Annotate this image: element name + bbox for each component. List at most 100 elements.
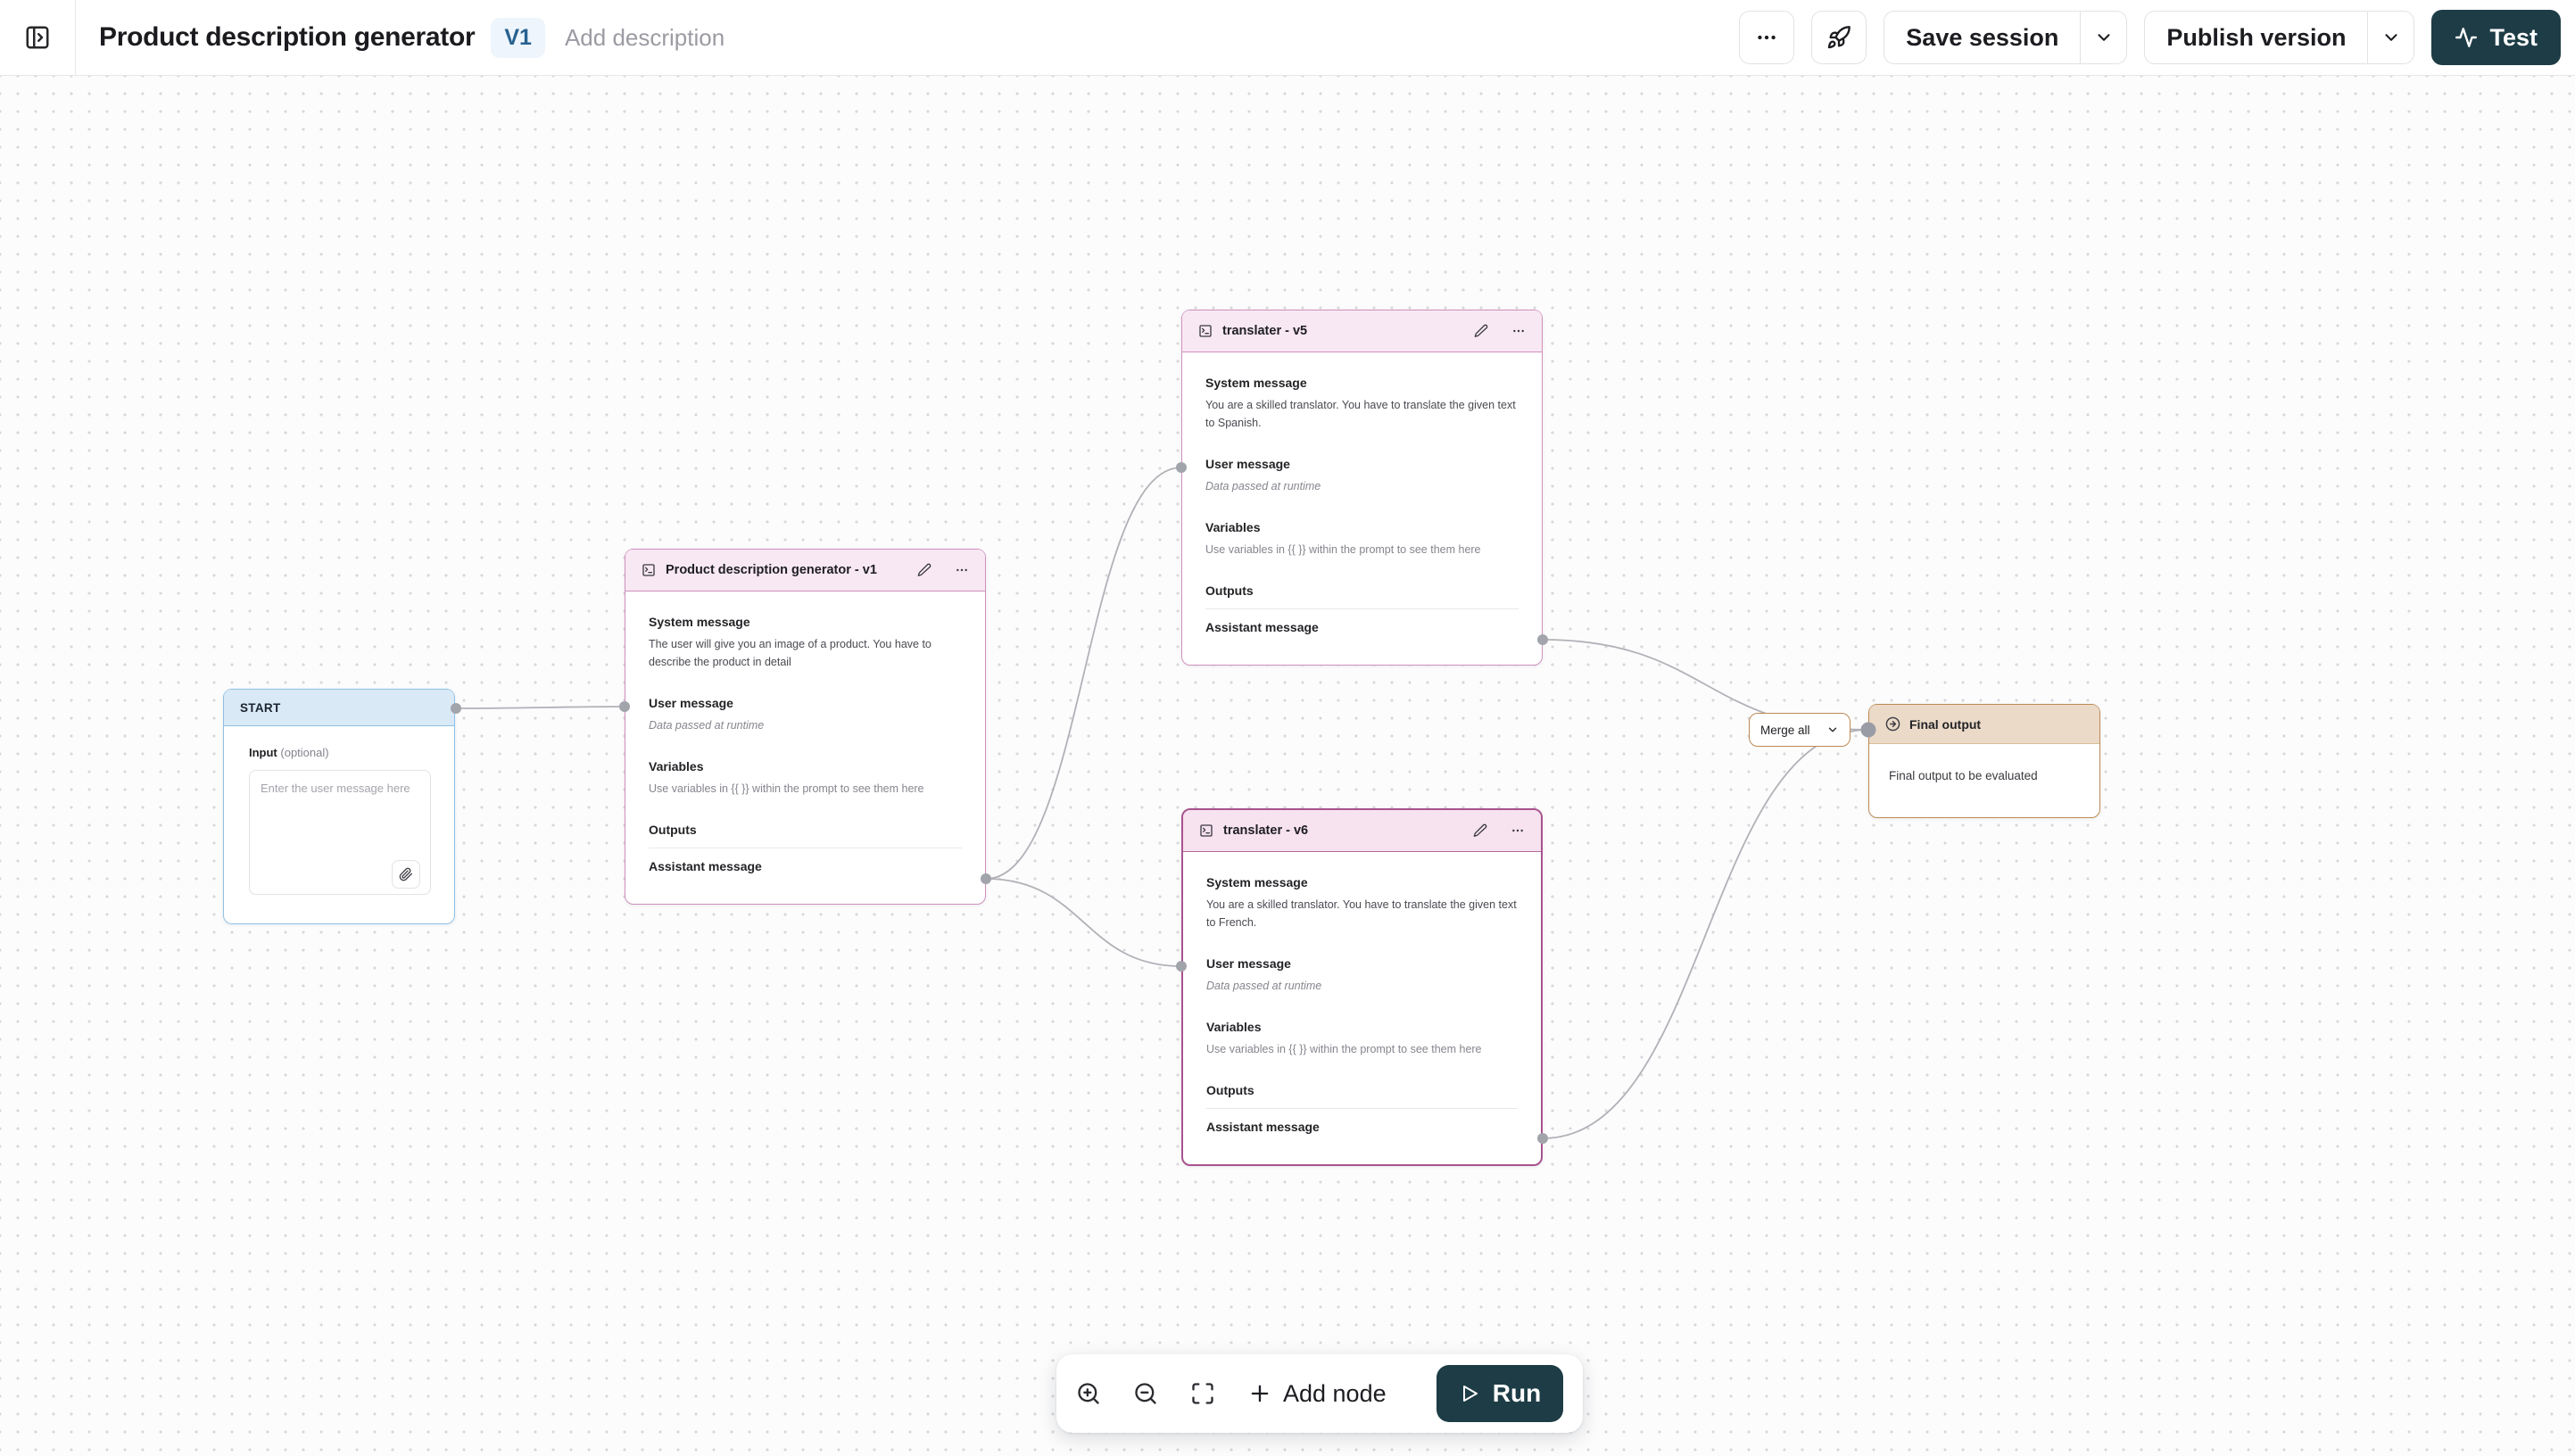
prompt-node-header: Product description generator - v1: [625, 550, 985, 592]
publish-version-split-button: Publish version: [2144, 11, 2415, 64]
node-menu-ellipsis-icon[interactable]: [955, 563, 969, 577]
edge-translater-v6-to-final[interactable]: [1542, 729, 1869, 1139]
chevron-down-icon: [1826, 724, 1839, 736]
activity-icon: [2455, 26, 2478, 49]
sidebar-toggle-button[interactable]: [12, 12, 62, 62]
user-message-label: User message: [1205, 457, 1290, 471]
handle-final-output-input[interactable]: [1860, 722, 1876, 738]
add-node-button[interactable]: Add node: [1247, 1380, 1387, 1408]
sidebar-toggle-area: [0, 0, 76, 76]
assistant-message-label: Assistant message: [1205, 620, 1319, 634]
more-options-button[interactable]: [1739, 11, 1795, 64]
save-session-dropdown-button[interactable]: [2080, 12, 2126, 63]
variables-text: Use variables in {{ }} within the prompt…: [1206, 1043, 1482, 1055]
prompt-node-body: System message The user will give you an…: [625, 592, 985, 904]
test-button-label: Test: [2489, 23, 2538, 51]
final-output-header: Final output: [1869, 705, 2099, 744]
outputs-label: Outputs: [1205, 583, 1254, 598]
canvas-toolbar: Add node Run: [1056, 1354, 1583, 1433]
test-button[interactable]: Test: [2431, 10, 2561, 65]
system-message-label: System message: [649, 615, 750, 629]
handle-generator-input[interactable]: [619, 701, 630, 712]
publish-version-button[interactable]: Publish version: [2166, 23, 2347, 51]
prompt-node-title: translater - v6: [1223, 823, 1309, 838]
start-user-message-input[interactable]: [249, 770, 431, 895]
outputs-label: Outputs: [1206, 1083, 1254, 1097]
edge-generator-to-translater-v6[interactable]: [985, 878, 1182, 967]
page-title: Product description generator: [99, 22, 476, 52]
handle-generator-output[interactable]: [981, 873, 991, 884]
start-node-title: START: [240, 700, 281, 715]
outputs-divider: [1206, 1108, 1518, 1109]
variables-text: Use variables in {{ }} within the prompt…: [1205, 543, 1481, 556]
run-button[interactable]: Run: [1437, 1365, 1563, 1422]
version-badge: V1: [491, 17, 545, 58]
prompt-node-title: Product description generator - v1: [666, 563, 877, 577]
edit-pencil-icon[interactable]: [1474, 324, 1488, 338]
zoom-in-icon: [1076, 1381, 1101, 1406]
deploy-button[interactable]: [1811, 11, 1867, 64]
edit-pencil-icon[interactable]: [1473, 823, 1487, 838]
system-message-text: You are a skilled translator. You have t…: [1205, 399, 1516, 429]
prompt-node-generator-v1[interactable]: Product description generator - v1 Syste…: [625, 549, 986, 905]
system-message-text: You are a skilled translator. You have t…: [1206, 898, 1517, 929]
prompt-node-translater-v5[interactable]: translater - v5 System message You are a…: [1181, 310, 1543, 666]
outputs-divider: [1205, 608, 1519, 609]
prompt-node-translater-v6[interactable]: translater - v6 System message You are a…: [1181, 808, 1543, 1166]
edit-pencil-icon[interactable]: [917, 563, 931, 577]
zoom-out-icon: [1133, 1381, 1158, 1406]
save-session-split-button: Save session: [1884, 11, 2128, 64]
panel-left-toggle-icon: [24, 24, 51, 51]
prompt-node-header: translater - v6: [1183, 810, 1541, 852]
fit-view-icon: [1190, 1381, 1215, 1406]
edge-start-to-generator[interactable]: [456, 706, 625, 709]
run-button-label: Run: [1492, 1379, 1542, 1407]
user-message-text: Data passed at runtime: [1206, 980, 1322, 992]
variables-label: Variables: [1206, 1020, 1262, 1034]
rocket-icon: [1826, 25, 1851, 50]
plus-icon: [1247, 1381, 1272, 1406]
user-message-label: User message: [1206, 956, 1291, 971]
handle-translater-v5-input[interactable]: [1176, 462, 1187, 473]
prompt-node-body: System message You are a skilled transla…: [1182, 352, 1542, 665]
play-icon: [1459, 1383, 1480, 1404]
variables-label: Variables: [649, 759, 704, 774]
final-output-description: Final output to be evaluated: [1889, 769, 2038, 782]
prompt-node-body: System message You are a skilled transla…: [1183, 852, 1541, 1164]
handle-start-output[interactable]: [451, 703, 461, 714]
edge-generator-to-translater-v5[interactable]: [985, 467, 1182, 880]
merge-strategy-select[interactable]: Merge all: [1749, 713, 1851, 747]
start-node-header: START: [224, 690, 454, 726]
arrow-right-circle-icon: [1885, 716, 1900, 732]
node-menu-ellipsis-icon[interactable]: [1511, 324, 1526, 338]
start-node[interactable]: START Input (optional): [223, 689, 455, 924]
flow-canvas[interactable]: START Input (optional): [0, 76, 2575, 1456]
assistant-message-label: Assistant message: [649, 859, 762, 873]
add-description-button[interactable]: Add description: [564, 23, 725, 51]
start-input-label: Input (optional): [249, 746, 329, 759]
final-output-node[interactable]: Final output Final output to be evaluate…: [1868, 704, 2100, 818]
variables-text: Use variables in {{ }} within the prompt…: [649, 782, 924, 795]
system-message-label: System message: [1206, 875, 1308, 889]
header-actions: Save session Publish version Test: [1739, 10, 2575, 65]
chevron-down-icon: [2094, 28, 2114, 47]
zoom-out-button[interactable]: [1133, 1381, 1158, 1406]
handle-translater-v6-input[interactable]: [1176, 961, 1187, 972]
system-message-text: The user will give you an image of a pro…: [649, 638, 931, 668]
publish-version-dropdown-button[interactable]: [2367, 12, 2414, 63]
add-node-label: Add node: [1283, 1379, 1387, 1407]
merge-strategy-value: Merge all: [1760, 723, 1810, 737]
handle-translater-v5-output[interactable]: [1537, 634, 1548, 645]
final-output-title: Final output: [1909, 716, 1982, 732]
assistant-message-label: Assistant message: [1206, 1120, 1320, 1134]
node-menu-ellipsis-icon[interactable]: [1511, 823, 1525, 838]
user-message-label: User message: [649, 696, 733, 710]
save-session-button[interactable]: Save session: [1906, 23, 2059, 51]
attach-file-button[interactable]: [392, 860, 420, 889]
chevron-down-icon: [2381, 28, 2401, 47]
prompt-node-title: translater - v5: [1222, 324, 1308, 338]
fit-view-button[interactable]: [1190, 1381, 1215, 1406]
handle-translater-v6-output[interactable]: [1537, 1133, 1548, 1144]
more-options-icon: [1755, 26, 1778, 49]
zoom-in-button[interactable]: [1076, 1381, 1101, 1406]
